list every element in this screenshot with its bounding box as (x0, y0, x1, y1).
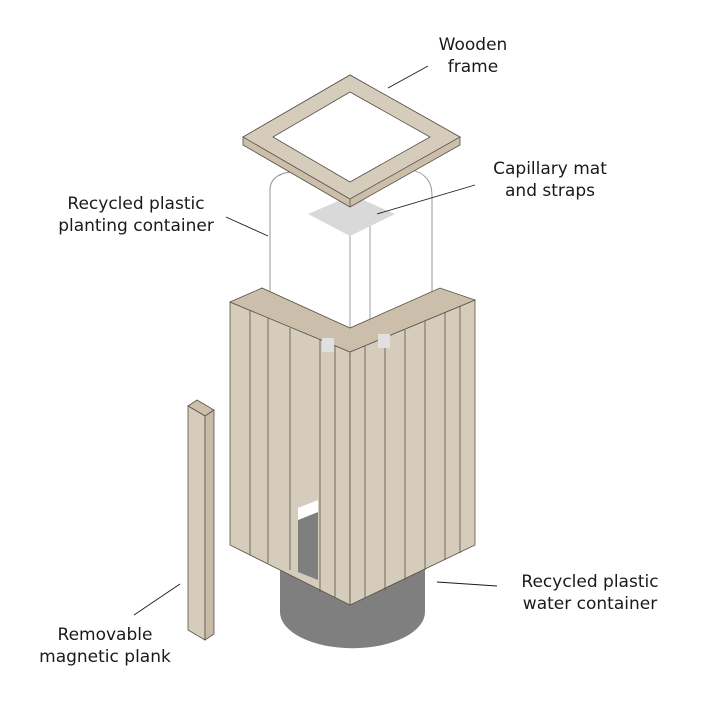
label-capillary-mat: Capillary mat and straps (470, 158, 630, 202)
label-line: frame (447, 57, 499, 77)
magnetic-plank (187, 399, 215, 641)
label-magnetic-plank: Removable magnetic plank (20, 624, 190, 668)
label-planting-container: Recycled plastic planting container (36, 193, 236, 237)
leader-plank (133, 583, 181, 616)
capillary-mat (308, 195, 395, 236)
label-line: magnetic plank (39, 647, 171, 667)
label-line: Recycled plastic (521, 572, 659, 592)
label-line: water container (522, 594, 658, 614)
label-line: Recycled plastic (67, 194, 205, 214)
label-line: Wooden (438, 35, 508, 55)
label-line: Capillary mat (493, 159, 607, 179)
leader-plant (225, 216, 269, 237)
label-line: and straps (505, 181, 595, 201)
leader-lines (133, 65, 498, 616)
label-line: planting container (58, 216, 214, 236)
wooden-frame (242, 74, 461, 208)
leader-water (436, 581, 498, 587)
leader-frame (387, 65, 429, 89)
leader-mat (376, 184, 476, 215)
wooden-crate (228, 287, 477, 606)
label-line: Removable (57, 625, 153, 645)
label-wooden-frame: Wooden frame (418, 34, 528, 78)
label-water-container: Recycled plastic water container (500, 571, 680, 615)
